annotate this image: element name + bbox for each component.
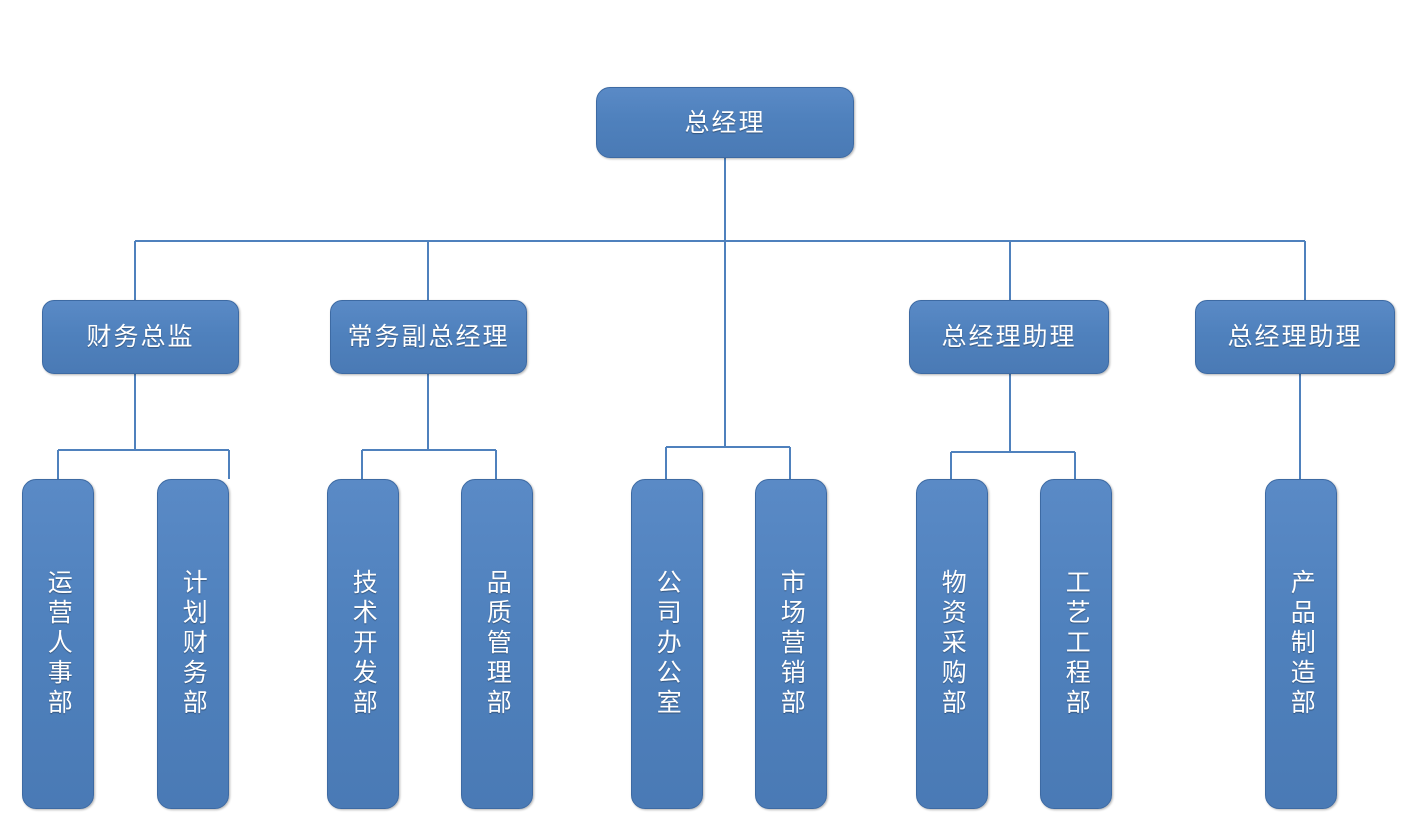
- node-operations-hr-dept[interactable]: 运营人事部: [22, 479, 94, 809]
- node-process-engineering-dept-label: 工艺工程部: [1062, 569, 1092, 719]
- node-technology-development-dept-label: 技术开发部: [349, 569, 379, 719]
- node-product-manufacturing-dept-label: 产品制造部: [1287, 569, 1317, 719]
- node-procurement-dept[interactable]: 物资采购部: [916, 479, 988, 809]
- node-quality-management-dept-label: 品质管理部: [483, 569, 513, 719]
- node-marketing-dept[interactable]: 市场营销部: [755, 479, 827, 809]
- node-executive-deputy-gm-label: 常务副总经理: [347, 322, 510, 351]
- node-technology-development-dept[interactable]: 技术开发部: [327, 479, 399, 809]
- node-planning-finance-dept[interactable]: 计划财务部: [157, 479, 229, 809]
- node-product-manufacturing-dept[interactable]: 产品制造部: [1265, 479, 1337, 809]
- node-gm-assistant-1[interactable]: 总经理助理: [909, 300, 1109, 374]
- node-quality-management-dept[interactable]: 品质管理部: [461, 479, 533, 809]
- node-general-manager-label: 总经理: [684, 107, 766, 137]
- node-process-engineering-dept[interactable]: 工艺工程部: [1040, 479, 1112, 809]
- node-planning-finance-dept-label: 计划财务部: [179, 569, 209, 719]
- node-gm-assistant-1-label: 总经理助理: [941, 322, 1077, 351]
- node-finance-director[interactable]: 财务总监: [42, 300, 239, 374]
- node-executive-deputy-gm[interactable]: 常务副总经理: [330, 300, 527, 374]
- node-general-manager[interactable]: 总经理: [596, 87, 854, 158]
- node-company-office-label: 公司办公室: [653, 569, 683, 719]
- node-marketing-dept-label: 市场营销部: [777, 569, 807, 719]
- node-gm-assistant-2[interactable]: 总经理助理: [1195, 300, 1395, 374]
- node-procurement-dept-label: 物资采购部: [938, 569, 968, 719]
- node-operations-hr-dept-label: 运营人事部: [44, 569, 74, 719]
- node-gm-assistant-2-label: 总经理助理: [1227, 322, 1363, 351]
- node-company-office[interactable]: 公司办公室: [631, 479, 703, 809]
- node-finance-director-label: 财务总监: [86, 322, 195, 351]
